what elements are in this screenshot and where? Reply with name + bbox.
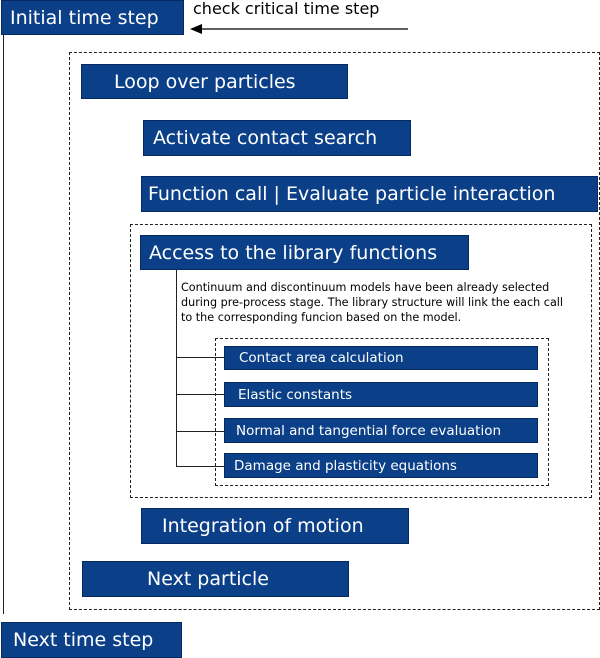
functions-frame [215, 338, 549, 486]
function-call-label: Function call | Evaluate particle intera… [148, 183, 556, 205]
next-time-step-label: Next time step [13, 629, 154, 651]
check-critical-note: check critical time step [193, 0, 380, 18]
tree-branch [176, 394, 224, 395]
library-description: Continuum and discontinuum models have b… [181, 280, 563, 325]
library-frame [130, 224, 592, 498]
left-arrow-icon [190, 24, 408, 34]
time-loop-line [3, 34, 4, 614]
activate-contact-label: Activate contact search [153, 127, 378, 149]
tree-vertical-line [176, 270, 177, 467]
tree-branch [176, 466, 224, 467]
function-call-box: Function call | Evaluate particle intera… [141, 176, 598, 212]
function-label: Elastic constants [238, 386, 353, 403]
next-particle-box: Next particle [82, 561, 349, 597]
function-box: Contact area calculation [224, 346, 538, 370]
function-label: Contact area calculation [239, 350, 404, 366]
loop-particles-label: Loop over particles [114, 70, 296, 93]
integration-label: Integration of motion [162, 515, 364, 537]
function-box: Damage and plasticity equations [224, 453, 538, 478]
tree-branch [176, 431, 224, 432]
next-time-step-box: Next time step [1, 622, 182, 658]
library-description-line: during pre-process stage. The library st… [181, 296, 564, 309]
function-label: Normal and tangential force evaluation [236, 422, 502, 439]
function-box: Normal and tangential force evaluation [224, 418, 538, 443]
initial-time-step-label: Initial time step [10, 6, 159, 29]
library-description-line: Continuum and discontinuum models have b… [181, 281, 550, 294]
library-access-box: Access to the library functions [140, 235, 469, 270]
activate-contact-box: Activate contact search [143, 120, 411, 156]
tree-branch [176, 357, 224, 358]
next-particle-label: Next particle [147, 568, 269, 590]
function-box: Elastic constants [224, 382, 538, 407]
loop-particles-box: Loop over particles [81, 64, 348, 99]
integration-box: Integration of motion [141, 508, 409, 544]
library-access-label: Access to the library functions [149, 241, 438, 264]
library-description-line: to the corresponding funcion based on th… [181, 311, 462, 324]
function-label: Damage and plasticity equations [234, 457, 457, 474]
initial-time-step-box: Initial time step [1, 0, 184, 35]
